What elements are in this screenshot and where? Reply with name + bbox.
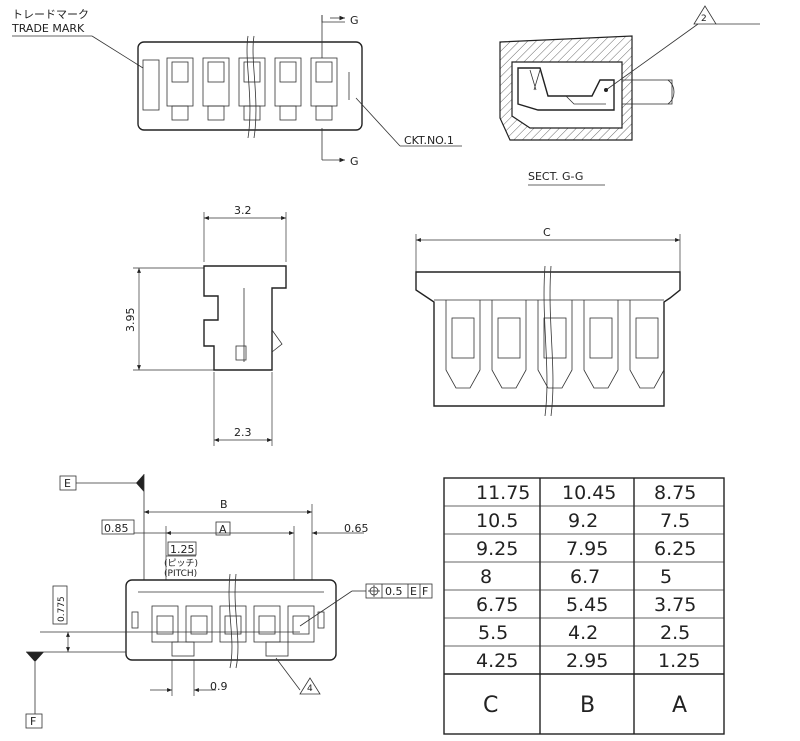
side-view: 3.2 3.95 2.3 bbox=[124, 204, 287, 446]
section-view: 2 SECT. G-G bbox=[499, 5, 760, 186]
table-cell-r5-c: 5.5 bbox=[478, 622, 508, 644]
table-cell-r3-b: 6.7 bbox=[570, 566, 600, 588]
bottom-view: E B A 0.85 0.65 1.25 (ピッチ) (PITCH) bbox=[25, 474, 433, 729]
table-header-b: B bbox=[580, 693, 595, 718]
datum-f-label: F bbox=[30, 715, 36, 728]
section-g-bottom-label: G bbox=[350, 155, 359, 168]
dimension-table: 11.75 10.45 8.75 10.5 9.2 7.5 9.25 7.95 … bbox=[443, 477, 725, 735]
table-cell-r6-a: 1.25 bbox=[658, 650, 700, 672]
table-cell-r4-a: 3.75 bbox=[654, 594, 696, 616]
dim-0-9: 0.9 bbox=[210, 680, 228, 693]
section-title: SECT. G-G bbox=[528, 170, 583, 183]
table-cell-r3-c: 8 bbox=[480, 566, 492, 588]
pitch-jp-label: (ピッチ) bbox=[164, 558, 198, 569]
table-cell-r5-a: 2.5 bbox=[660, 622, 690, 644]
table-cell-r2-c: 9.25 bbox=[476, 538, 518, 560]
table-cell-r0-b: 10.45 bbox=[562, 482, 616, 504]
table-cell-r1-a: 7.5 bbox=[660, 510, 690, 532]
dim-3-2: 3.2 bbox=[234, 204, 252, 217]
ckt-no-label: CKT.NO.1 bbox=[404, 134, 454, 147]
note-2-label: 2 bbox=[701, 14, 707, 24]
table-cell-r0-c: 11.75 bbox=[476, 482, 530, 504]
tolerance-value: 0.5 bbox=[385, 585, 403, 598]
table-cell-r4-b: 5.45 bbox=[566, 594, 608, 616]
pitch-en-label: (PITCH) bbox=[164, 569, 197, 579]
table-cell-r2-b: 7.95 bbox=[566, 538, 608, 560]
table-header-c: C bbox=[483, 693, 498, 718]
dim-0-65: 0.65 bbox=[344, 522, 369, 535]
table-header-a: A bbox=[672, 693, 687, 718]
dim-b: B bbox=[220, 498, 228, 511]
dim-3-95: 3.95 bbox=[124, 308, 137, 333]
trade-mark-en-label: TRADE MARK bbox=[11, 22, 85, 35]
table-cell-r4-c: 6.75 bbox=[476, 594, 518, 616]
table-cell-r0-a: 8.75 bbox=[654, 482, 696, 504]
top-view: トレードマーク TRADE MARK bbox=[11, 8, 462, 168]
dim-pitch: 1.25 bbox=[170, 543, 195, 556]
dim-a: A bbox=[219, 523, 227, 536]
table-cell-r1-b: 9.2 bbox=[568, 510, 598, 532]
dim-2-3: 2.3 bbox=[234, 426, 252, 439]
dim-0-775: 0.775 bbox=[57, 596, 67, 622]
note-4-label: 4 bbox=[307, 684, 313, 694]
trade-mark-jp-label: トレードマーク bbox=[12, 8, 89, 21]
bottom-view-contacts bbox=[151, 605, 315, 643]
tolerance-datum-e: E bbox=[410, 585, 417, 598]
table-cell-r5-b: 4.2 bbox=[568, 622, 598, 644]
table-cell-r1-c: 10.5 bbox=[476, 510, 518, 532]
section-g-top-label: G bbox=[350, 14, 359, 27]
table-cell-r3-a: 5 bbox=[660, 566, 672, 588]
top-view-slots bbox=[166, 57, 338, 121]
front-view: C bbox=[415, 226, 681, 417]
table-cell-r6-b: 2.95 bbox=[566, 650, 608, 672]
datum-e-label: E bbox=[64, 477, 71, 490]
dim-0-85: 0.85 bbox=[104, 522, 129, 535]
dim-c: C bbox=[543, 226, 551, 239]
tolerance-datum-f: F bbox=[422, 585, 428, 598]
front-view-cavities bbox=[445, 300, 665, 389]
table-cell-r2-a: 6.25 bbox=[654, 538, 696, 560]
table-cell-r6-c: 4.25 bbox=[476, 650, 518, 672]
